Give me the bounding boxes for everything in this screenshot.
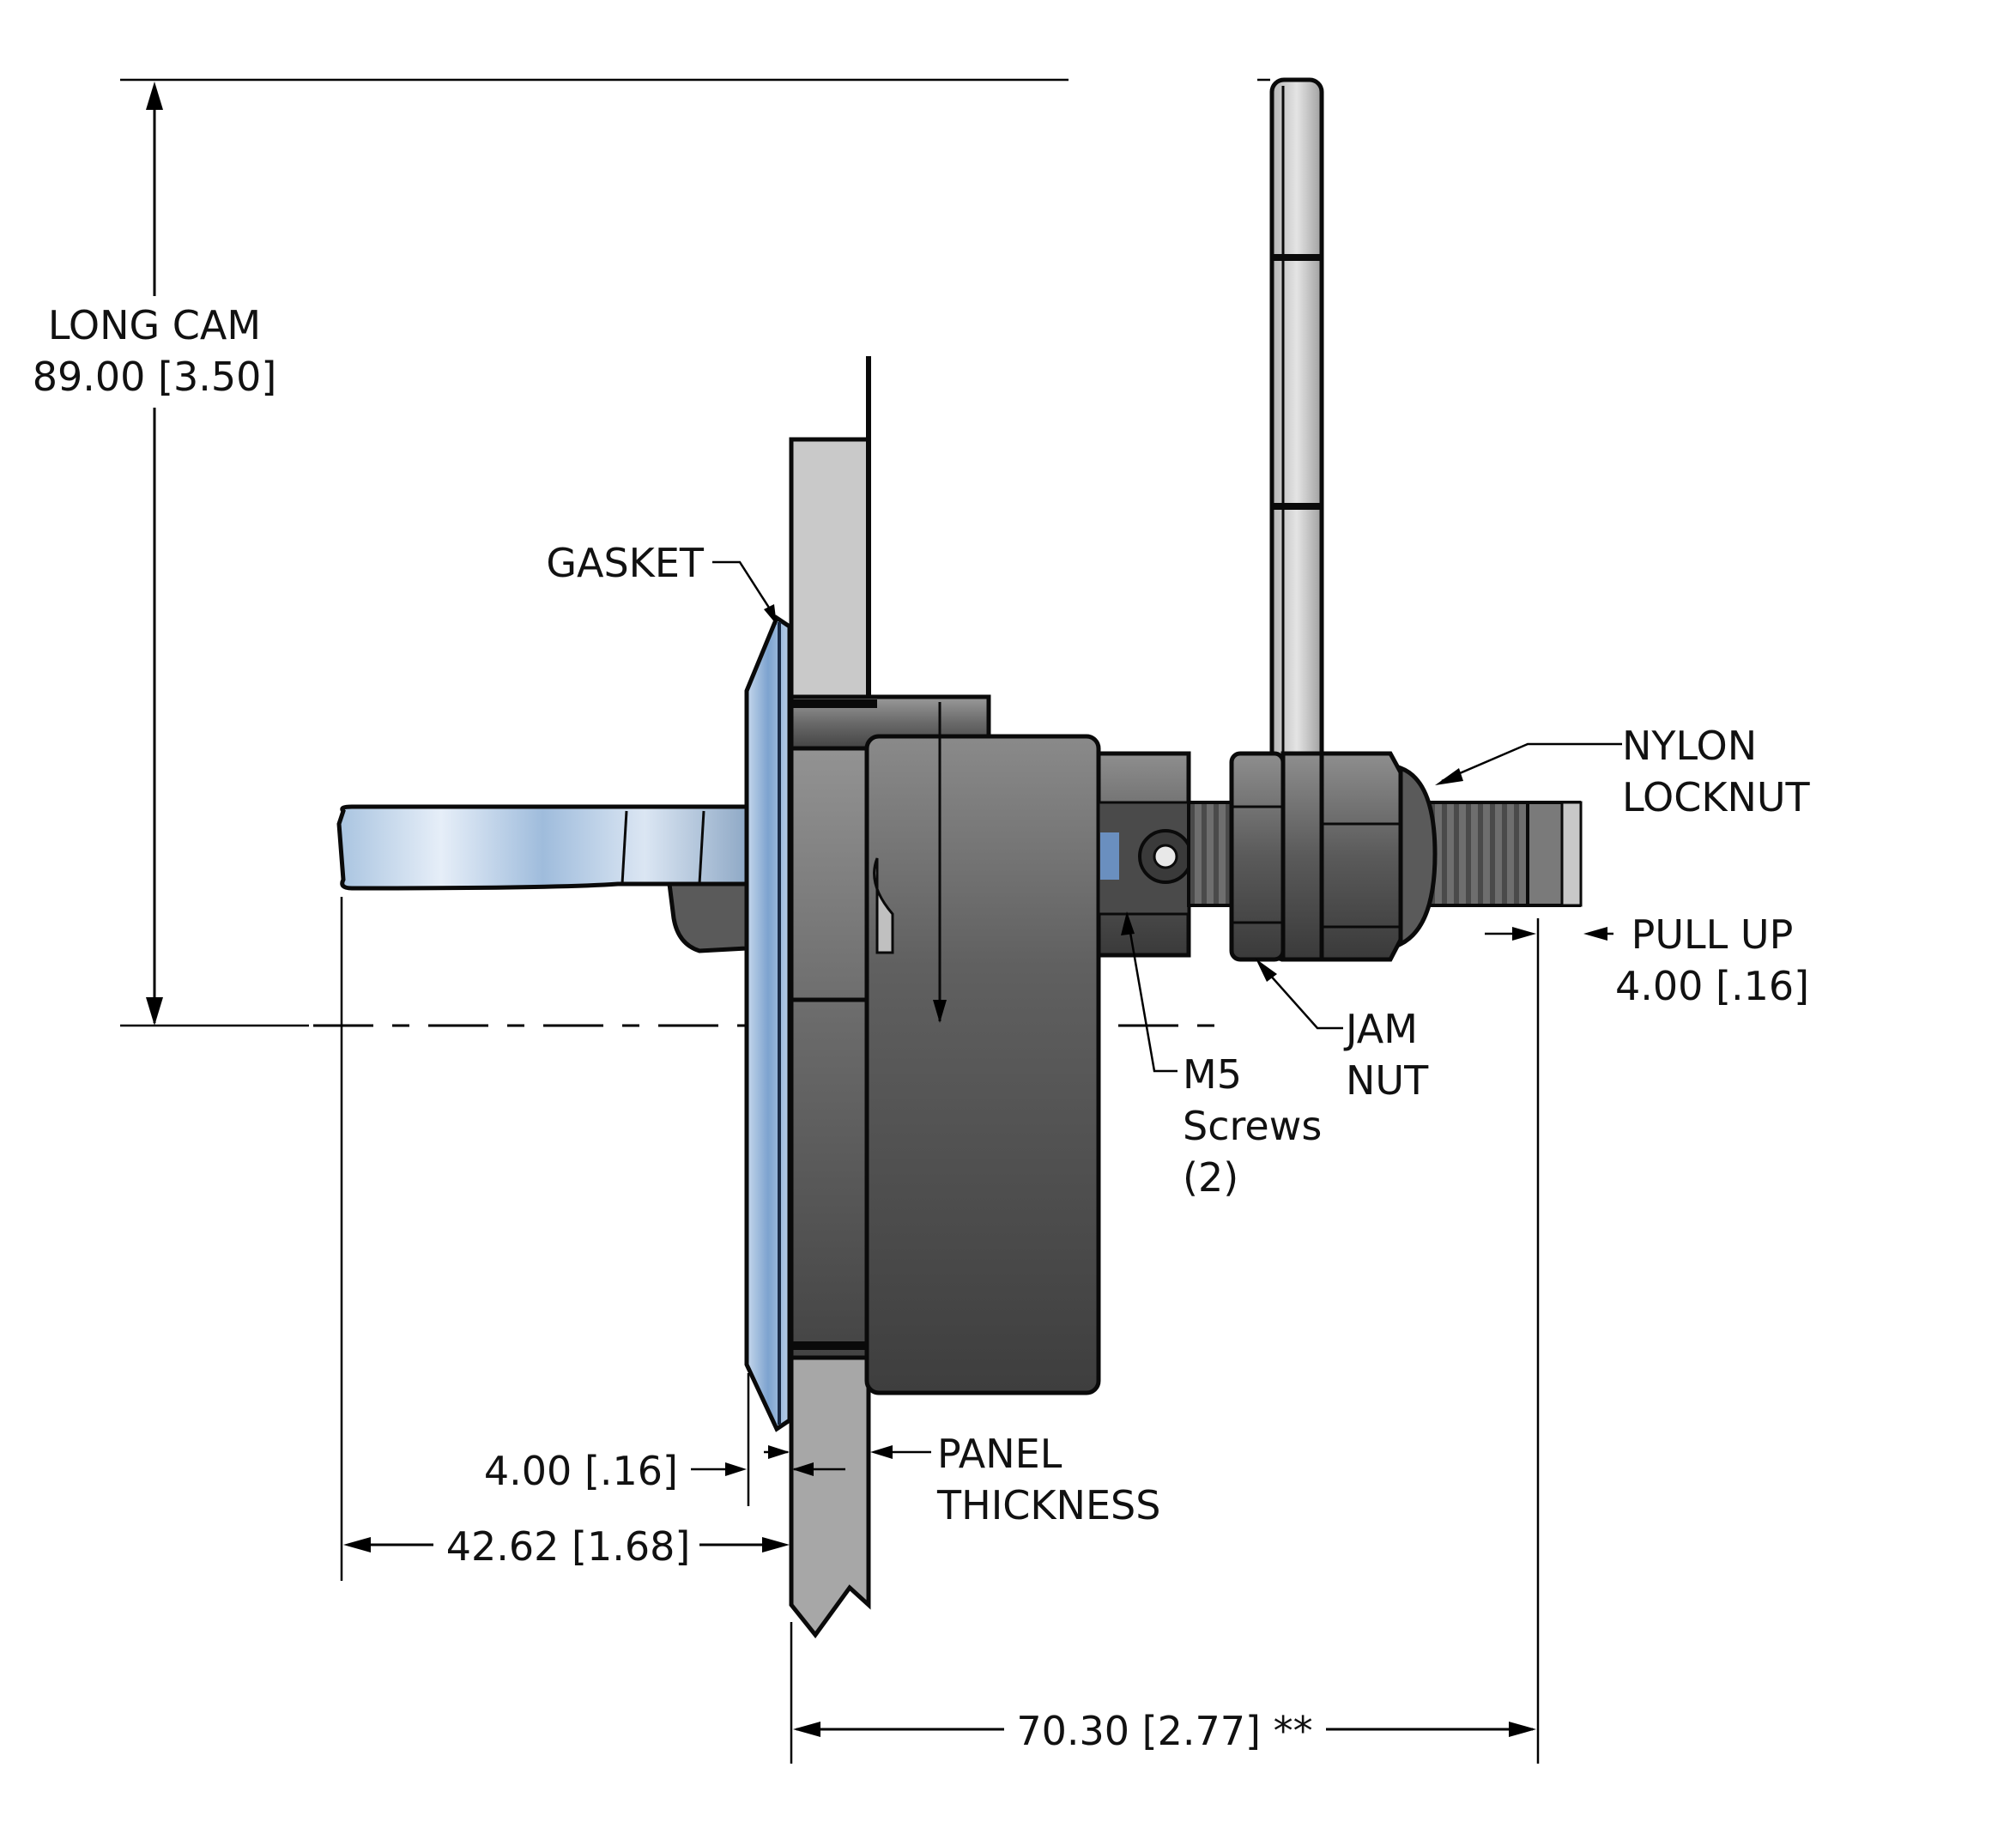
handle-dim-value: 42.62 [1.68] [446, 1523, 691, 1570]
cam-washer [1280, 751, 1324, 962]
drum-center-arrow [933, 1000, 947, 1023]
pull-up-arrow-left [1512, 927, 1536, 941]
gasket-thickness-dimension: 4.00 [.16] [484, 1373, 790, 1506]
screws-label: Screws [1183, 1103, 1322, 1149]
jam-nut-callout: JAM NUT [1256, 959, 1429, 1104]
m5-label: M5 [1183, 1051, 1242, 1098]
arrow-down [146, 997, 163, 1026]
label-mask [26, 296, 283, 408]
nylon-label: NYLON [1622, 723, 1757, 769]
pull-up-arrow-right [1583, 927, 1607, 941]
stud-thread-outer [1423, 801, 1529, 907]
panel-lower [789, 1353, 871, 1639]
threaded-stud [1187, 801, 1583, 907]
handle-seam [621, 810, 628, 885]
m5-leader-arrow [1121, 911, 1135, 935]
jam-label: JAM [1343, 1006, 1418, 1052]
gasket-leader [712, 560, 778, 620]
jam-nut-leader-arrow [1256, 959, 1277, 982]
overall-dim-arrow-right [1509, 1722, 1536, 1737]
handle-dim-arrow-left [343, 1537, 371, 1552]
nylon-locknut-callout: NYLON LOCKNUT [1435, 723, 1811, 820]
nuts [1229, 751, 1438, 962]
pull-up-value: 4.00 [.16] [1615, 963, 1809, 1009]
stud-thread-inner [1187, 801, 1233, 907]
panel-thickness-callout: PANEL THICKNESS [792, 1431, 1160, 1528]
nylon-locknut-hex [1319, 751, 1403, 962]
locknut-leader-arrow [1435, 768, 1463, 785]
overall-length-dimension: 70.30 [2.77] ** [790, 1622, 1536, 1764]
thickness-label: THICKNESS [936, 1482, 1160, 1528]
overall-dim-value: 70.30 [2.77] ** [1016, 1708, 1312, 1754]
jam-nut [1229, 751, 1286, 962]
shaft-collar [1096, 751, 1193, 958]
long-cam-value: 89.00 [3.50] [33, 354, 277, 400]
pull-up-dimension: PULL UP 4.00 [.16] [1485, 911, 1809, 1764]
arrow-up [146, 82, 163, 110]
overall-dim-arrow-left [793, 1722, 820, 1737]
locknut-leader [1441, 742, 1622, 783]
panel-label: PANEL [937, 1431, 1062, 1477]
housing-drum [864, 702, 1101, 1395]
gasket-leader-arrow [764, 604, 777, 625]
gasket-dim-value: 4.00 [.16] [484, 1448, 678, 1494]
panel-thk-arrow-right [870, 1445, 893, 1459]
gasket-callout: GASKET [546, 540, 778, 625]
handle [336, 804, 749, 953]
cam-slot [873, 857, 894, 954]
gasket [744, 614, 792, 1432]
handle-hub [667, 881, 749, 953]
long-cam-dimension: LONG CAM 89.00 [3.50] [26, 78, 1270, 1027]
handle-dim-arrow-right [762, 1537, 790, 1552]
handle-bar [336, 804, 749, 891]
long-cam-label: LONG CAM [48, 302, 261, 348]
handle-length-dimension: 42.62 [1.68] [340, 897, 790, 1581]
pull-up-label: PULL UP [1632, 911, 1794, 958]
gasket-dim-arrow-left [725, 1462, 747, 1476]
handle-seam-2 [698, 810, 705, 885]
m5-screw-head [1153, 844, 1178, 869]
nut-label: NUT [1346, 1057, 1429, 1104]
flange-body [789, 694, 880, 1360]
gasket-dim-arrow-right [768, 1445, 790, 1459]
gasket-label: GASKET [546, 540, 705, 586]
locknut-label: LOCKNUT [1622, 774, 1811, 820]
gasket-shape [744, 614, 792, 1432]
collar-highlight [1100, 832, 1119, 880]
screws-qty-label: (2) [1183, 1154, 1238, 1201]
stud-tip [1560, 801, 1583, 907]
jam-nut-leader [1261, 965, 1343, 1030]
panel-upper [789, 437, 871, 699]
m5-leader [1127, 922, 1178, 1073]
panel [789, 356, 871, 1639]
m5-screws-callout: M5 Screws (2) [1121, 911, 1322, 1201]
nylon-insert-dome [1398, 765, 1438, 948]
drum [864, 734, 1101, 1395]
panel-thk-arrow-left [792, 1462, 814, 1476]
